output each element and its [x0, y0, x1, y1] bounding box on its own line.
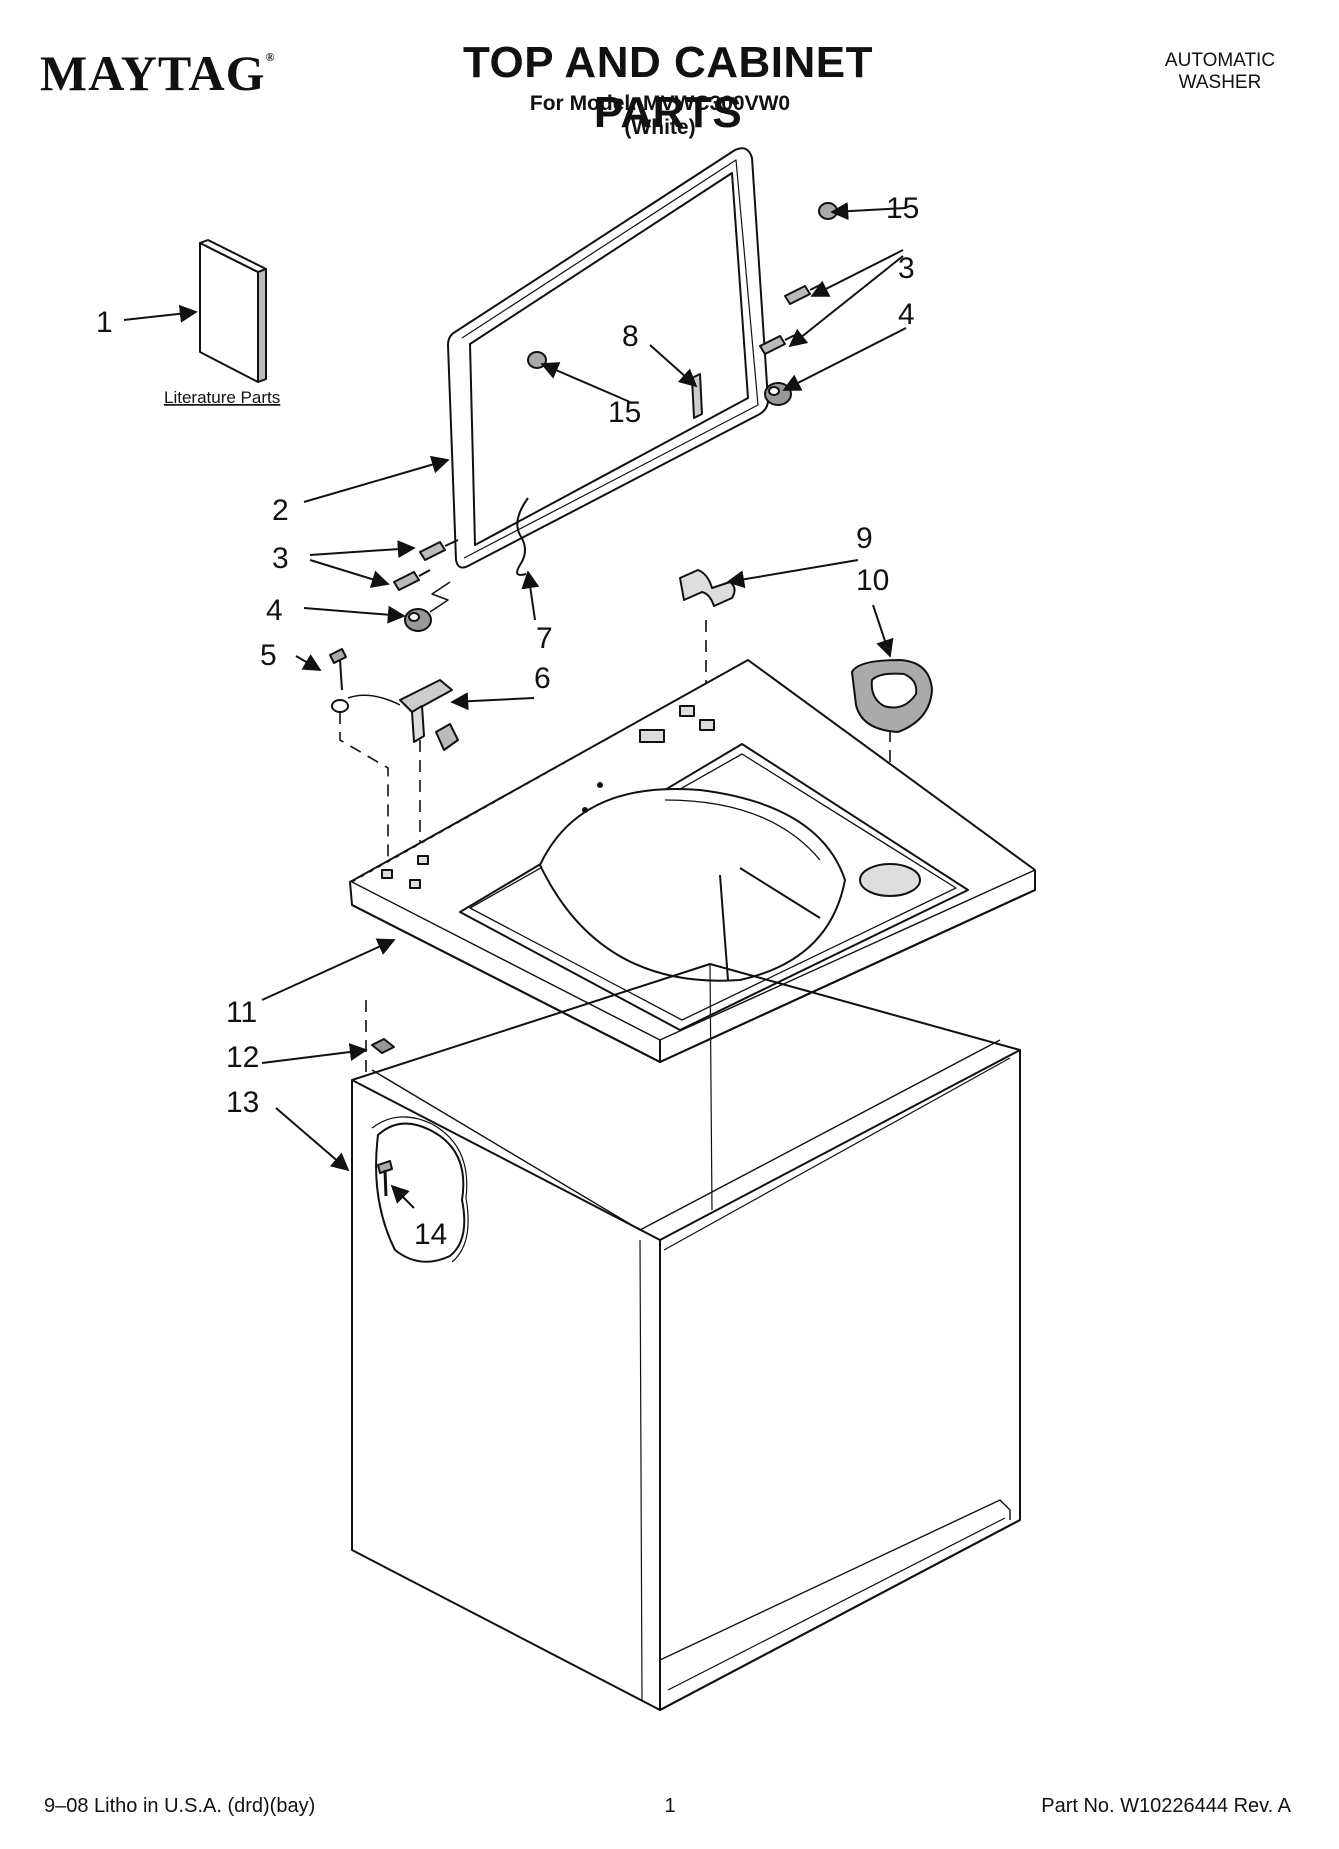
callout-1: 1: [96, 306, 113, 339]
color-line: (White): [624, 116, 696, 139]
appliance-type-line1: AUTOMATIC: [1164, 50, 1276, 71]
callout-numbers: 1 2 3 3 4 4 5 6 7 8 9 10 11 12 13 14 15 …: [96, 192, 919, 1251]
brand-logo: MAYTAG®: [40, 44, 275, 102]
callout-11: 11: [226, 996, 257, 1029]
callout-3-left: 3: [272, 542, 289, 575]
callout-15-left: 15: [608, 396, 641, 429]
callout-15-right: 15: [886, 192, 919, 225]
cabinet-screw-icon: [377, 1160, 393, 1197]
callout-4-right: 4: [898, 298, 915, 331]
callout-leaders: [123, 202, 907, 1209]
part-number: Part No. W10226444 Rev. A: [1041, 1795, 1291, 1817]
literature-booklet-icon: [199, 239, 267, 383]
lid-strike-icon: [691, 373, 703, 419]
callout-14: 14: [414, 1218, 447, 1251]
dispenser-cup-icon: [851, 659, 933, 733]
cabinet-body: [351, 963, 1021, 1711]
page-title: TOP AND CABINET PARTS: [462, 38, 874, 137]
callout-3-right: 3: [898, 252, 915, 285]
tub-ring-clip-icon: [679, 569, 736, 607]
callout-8: 8: [622, 320, 639, 353]
brand-name: MAYTAG: [40, 45, 266, 101]
callout-6: 6: [534, 662, 551, 695]
footer-print-info: 9–08 Litho in U.S.A. (drd)(bay): [44, 1795, 316, 1817]
appliance-type-line2: WASHER: [1178, 72, 1262, 93]
bumper-icon: [404, 382, 792, 632]
callout-12: 12: [226, 1041, 259, 1074]
cabinet-clip-icon: [371, 1038, 395, 1054]
model-line: For Model: MVWC300VW0: [529, 92, 791, 115]
literature-parts-label: Literature Parts: [164, 388, 280, 407]
registered-mark: ®: [265, 50, 276, 64]
callout-5: 5: [260, 639, 277, 672]
callout-9: 9: [856, 522, 873, 555]
lid-frame: [447, 147, 769, 569]
callout-4-left: 4: [266, 594, 283, 627]
lid-wire: [516, 497, 529, 576]
callout-7: 7: [536, 622, 553, 655]
callout-13: 13: [226, 1086, 259, 1119]
lid-switch-icon: [347, 679, 459, 751]
top-panel: [349, 659, 1036, 1063]
page-number: 1: [664, 1795, 676, 1817]
lid-switch-screw-icon: [329, 648, 349, 713]
callout-2: 2: [272, 494, 289, 527]
callout-10: 10: [856, 564, 889, 597]
